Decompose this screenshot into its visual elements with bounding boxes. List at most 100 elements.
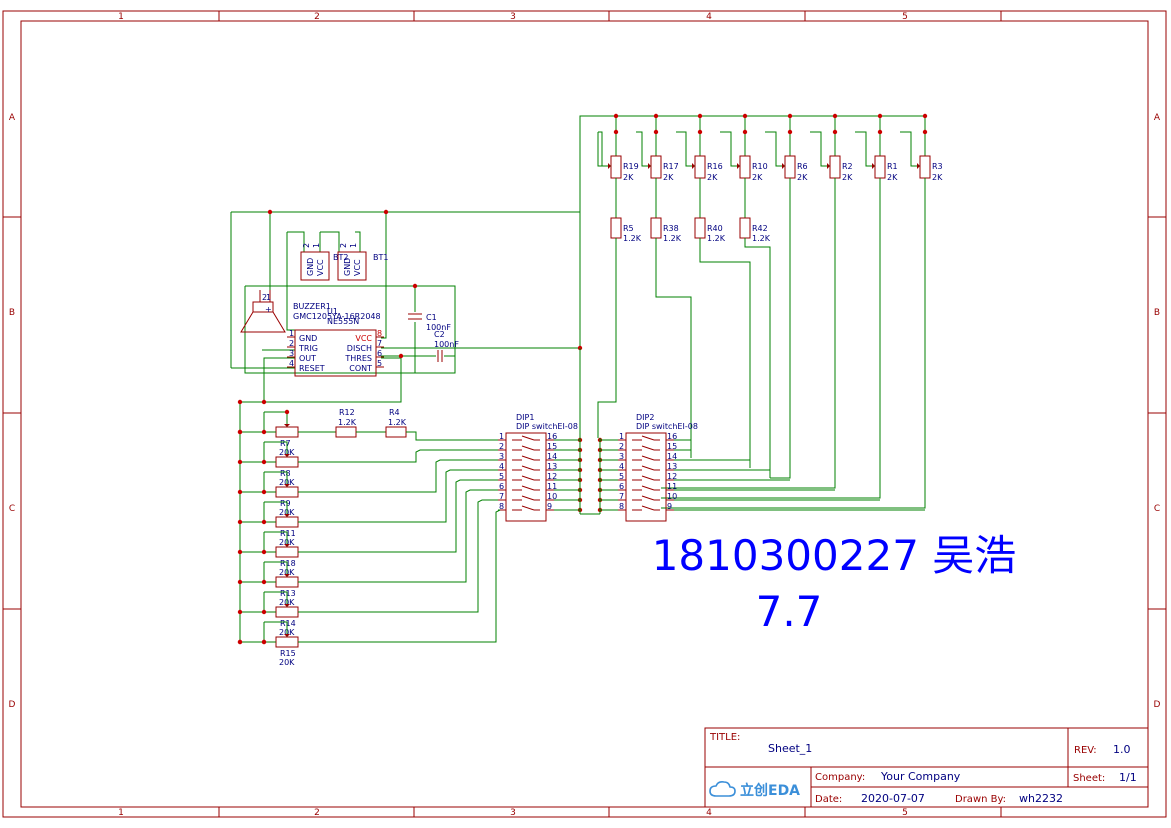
buzzer-ref: BUZZER1 [293, 302, 331, 311]
ne555-pin-name: CONT [349, 364, 372, 373]
wire [597, 132, 607, 167]
wires-top-rail [579, 115, 925, 348]
dip-pin-num: 7 [619, 492, 624, 501]
resistor-ref: R12 [339, 408, 355, 417]
potentiometer-body [275, 576, 299, 588]
potentiometer-ref: R9 [280, 499, 291, 508]
potentiometer-value: 2K [842, 173, 853, 182]
wiper-arrow-icon [648, 163, 651, 169]
zone-col-bottom: 3 [510, 808, 516, 818]
ne555-pin-num: 7 [377, 339, 382, 348]
wiper-arrow-icon [782, 163, 785, 169]
switch-lever [641, 465, 655, 471]
potentiometer-body [275, 636, 299, 648]
junction-dot [284, 409, 290, 415]
potentiometer-body [829, 155, 841, 179]
ne555-labels: U1 NE555N BUZZER1 GMC1205YA-16R2048 2 1 … [262, 243, 459, 349]
resistor-body [335, 426, 357, 438]
ne555-pin-name: OUT [299, 354, 316, 363]
zone-row-right: B [1154, 308, 1160, 318]
resistor-r38 [650, 178, 662, 239]
wiper-arrow-icon [284, 544, 290, 547]
svg-text:+: + [265, 305, 272, 314]
bt1-vcc-label: VCC [353, 259, 362, 276]
potentiometer-body [610, 155, 622, 179]
drawn-by-label: Drawn By: [955, 794, 1006, 805]
switch-lever [521, 465, 535, 471]
zone-row-right: A [1154, 113, 1161, 123]
dip-pin-num: 16 [667, 432, 677, 441]
junction-dot [742, 113, 748, 119]
ne555-pin-name: RESET [299, 364, 325, 373]
dip-pin-num: 7 [499, 492, 504, 501]
potentiometer-value: 2K [623, 173, 634, 182]
potentiometer-body [275, 426, 299, 438]
junction-dot [922, 129, 928, 135]
wiper-arrow-icon [917, 163, 920, 169]
ne555-u1 [294, 329, 377, 377]
potentiometer-body [784, 155, 796, 179]
resistor-ref: R42 [752, 224, 768, 233]
dip-pin-num: 15 [547, 442, 557, 451]
bt1-pin-num: 2 [339, 243, 348, 248]
bt2-pin-num: 2 [302, 243, 311, 248]
potentiometer-r1 [855, 116, 886, 179]
potentiometer-value: 2K [932, 173, 943, 182]
potentiometer-ref: R2 [842, 162, 853, 171]
potentiometer-value: 2K [887, 173, 898, 182]
dip-value: DIP switchEI-08 [636, 422, 698, 431]
company-value: Your Company [880, 770, 961, 783]
rev-label: REV: [1074, 745, 1097, 756]
junction-dot [261, 579, 267, 585]
potentiometer-value: 2K [663, 173, 674, 182]
dip-pin-num: 11 [547, 482, 557, 491]
wire [406, 431, 498, 441]
date-label: Date: [815, 794, 842, 805]
dip-pin-num: 9 [547, 502, 552, 511]
potentiometer-r14 [240, 591, 299, 618]
potentiometer-ref: R3 [932, 162, 943, 171]
resistor-body [650, 217, 662, 239]
junction-dot [237, 579, 243, 585]
junction-dot [832, 129, 838, 135]
title-label: TITLE: [709, 732, 740, 743]
switch-lever [521, 455, 535, 461]
wiper-arrow-icon [284, 484, 290, 487]
junction-dot [261, 489, 267, 495]
zone-col-top: 1 [118, 12, 124, 22]
sheet-label: Sheet: [1073, 773, 1105, 784]
dip-pin-num: 4 [619, 462, 624, 471]
dip-pin-num: 1 [499, 432, 504, 441]
capacitor-c2 [437, 350, 443, 362]
switch-lever [521, 505, 535, 511]
potentiometer-r2 [810, 116, 841, 179]
dip-pin-num: 11 [667, 482, 677, 491]
junction-dot [697, 129, 703, 135]
switch-lever [641, 455, 655, 461]
resistor-body [694, 217, 706, 239]
c2-value: 100nF [434, 340, 459, 349]
resistor-ref: R5 [623, 224, 634, 233]
ne555-pin-name: TRIG [298, 344, 318, 353]
dip-pin-num: 2 [619, 442, 624, 451]
buzzer-buzzer1: + [240, 290, 286, 333]
dip-pin-num: 4 [499, 462, 504, 471]
junction-dot [787, 129, 793, 135]
wire [264, 471, 288, 487]
wire [655, 238, 692, 458]
potentiometer-ref: R6 [797, 162, 808, 171]
dip-pin-num: 14 [667, 452, 677, 461]
ne555-pin-num: 3 [289, 349, 294, 358]
potentiometer-body [275, 546, 299, 558]
switch-lever [641, 435, 655, 441]
bt1-gnd-label: GND [343, 258, 352, 276]
ne555-pin-name: VCC [355, 334, 372, 343]
potentiometer-ref: R11 [280, 529, 296, 538]
wire [264, 621, 288, 637]
bt1-ref: BT1 [373, 253, 388, 262]
switch-lever [641, 495, 655, 501]
zone-col-top: 3 [510, 12, 516, 22]
drawn-by-value: wh2232 [1019, 792, 1063, 805]
junction-dot [261, 459, 267, 465]
cloud-icon [709, 781, 736, 797]
